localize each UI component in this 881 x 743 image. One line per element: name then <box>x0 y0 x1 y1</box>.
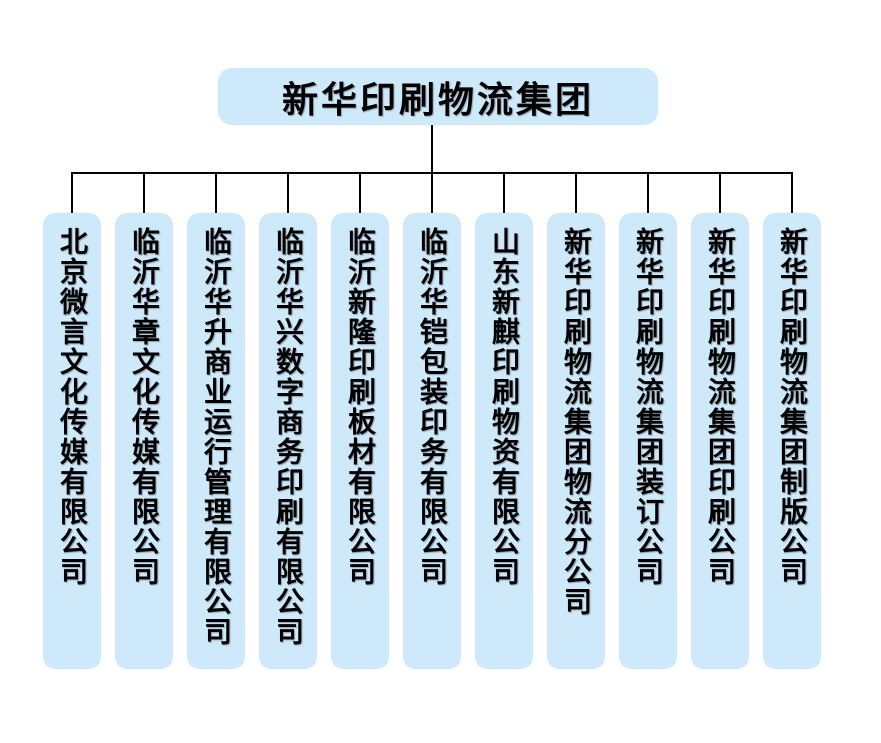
company-name: 临沂华章文化传媒有限公司 <box>128 227 161 587</box>
company-name: 新华印刷物流集团装订公司 <box>632 227 665 587</box>
company-box: 临沂华兴数字商务印刷有限公司 <box>259 213 317 669</box>
company-box: 临沂华章文化传媒有限公司 <box>115 213 173 669</box>
connector-stub <box>575 172 577 214</box>
connector-stub <box>647 172 649 214</box>
connector-root-drop <box>431 125 433 173</box>
connector-stub <box>143 172 145 214</box>
company-box: 北京微言文化传媒有限公司 <box>43 213 101 669</box>
company-box: 新华印刷物流集团装订公司 <box>619 213 677 669</box>
company-name: 山东新麒印刷物资有限公司 <box>488 227 521 587</box>
companies-row: 北京微言文化传媒有限公司 临沂华章文化传媒有限公司 临沂华升商业运行管理有限公司… <box>43 213 821 669</box>
connector-stub <box>359 172 361 214</box>
group-title: 新华印刷物流集团 <box>281 79 594 121</box>
company-box: 临沂华铠包装印务有限公司 <box>403 213 461 669</box>
company-box: 新华印刷物流集团物流分公司 <box>547 213 605 669</box>
company-box: 临沂新隆印刷板材有限公司 <box>331 213 389 669</box>
company-box: 临沂华升商业运行管理有限公司 <box>187 213 245 669</box>
connector-stub <box>287 172 289 214</box>
connector-stub <box>71 172 73 214</box>
company-name: 新华印刷物流集团物流分公司 <box>560 227 593 617</box>
connector-stub <box>215 172 217 214</box>
connector-stub <box>719 172 721 214</box>
company-name: 临沂华升商业运行管理有限公司 <box>200 227 233 647</box>
company-name: 临沂新隆印刷板材有限公司 <box>344 227 377 587</box>
connector-stub <box>791 172 793 214</box>
group-title-box: 新华印刷物流集团 <box>218 68 658 125</box>
company-box: 新华印刷物流集团制版公司 <box>763 213 821 669</box>
connector-stub <box>431 172 433 214</box>
company-name: 临沂华兴数字商务印刷有限公司 <box>272 227 305 647</box>
connector-stub <box>503 172 505 214</box>
company-box: 山东新麒印刷物资有限公司 <box>475 213 533 669</box>
company-box: 新华印刷物流集团印刷公司 <box>691 213 749 669</box>
company-name: 新华印刷物流集团印刷公司 <box>704 227 737 587</box>
company-name: 临沂华铠包装印务有限公司 <box>416 227 449 587</box>
company-name: 新华印刷物流集团制版公司 <box>776 227 809 587</box>
company-name: 北京微言文化传媒有限公司 <box>56 227 89 587</box>
